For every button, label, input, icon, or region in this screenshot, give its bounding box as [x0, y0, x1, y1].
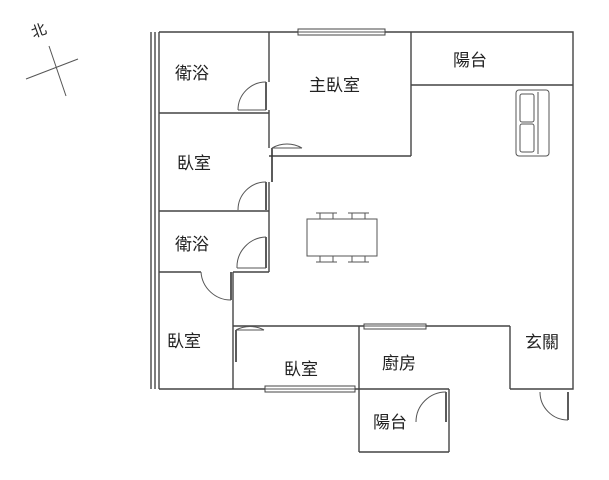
interior-walls	[159, 32, 573, 453]
door-bedroom-bottom	[235, 326, 265, 362]
dining-chair	[316, 212, 337, 219]
compass-cross-line	[25, 58, 79, 80]
compass-north-label: 北	[29, 20, 49, 42]
north-compass: 北	[25, 20, 79, 97]
room-label-bedroom-upper: 臥室	[177, 154, 211, 174]
door-bath-lower	[236, 236, 267, 269]
door-entrance	[539, 391, 569, 421]
door-master	[271, 143, 303, 182]
west-exterior-wall	[150, 32, 160, 389]
dining-table	[306, 218, 378, 257]
door-bath-upper	[237, 81, 267, 111]
dining-set	[306, 212, 378, 263]
dining-chair	[348, 256, 369, 263]
room-label-bath-lower: 衛浴	[175, 235, 209, 255]
room-label-bedroom-left: 臥室	[167, 332, 201, 352]
room-label-kitchen: 廚房	[382, 353, 416, 374]
room-label-entrance: 玄關	[525, 333, 559, 353]
door-balcony-bottom	[415, 391, 447, 423]
room-label-master-bedroom: 主臥室	[309, 76, 360, 96]
sofa	[515, 89, 550, 157]
room-label-bedroom-bottom: 臥室	[284, 360, 318, 380]
compass-north-line	[48, 45, 67, 97]
windows	[264, 28, 427, 393]
room-label-bath-upper: 衛浴	[175, 64, 209, 84]
door-bedroom-upper	[237, 181, 267, 211]
dining-chair	[316, 256, 337, 263]
doors	[200, 81, 569, 423]
room-label-balcony-top: 陽台	[453, 51, 487, 71]
room-label-balcony-bottom: 陽台	[373, 413, 407, 433]
dining-chair	[348, 212, 369, 219]
door-bedroom-left	[200, 271, 232, 301]
